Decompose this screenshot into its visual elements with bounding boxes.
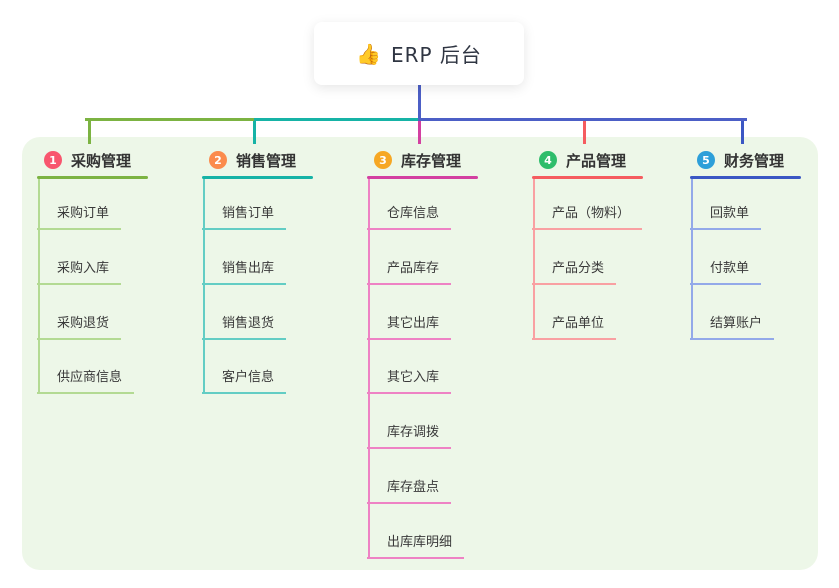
child-node-label: 产品分类 (552, 261, 605, 276)
child-node-label: 采购退货 (57, 316, 110, 331)
child-node-label: 产品（物料） (552, 206, 631, 221)
branch-connector-drop (88, 121, 91, 144)
child-node[interactable]: 其它出库 (367, 312, 452, 340)
child-node-label: 销售订单 (222, 206, 275, 221)
child-node-label: 产品单位 (552, 316, 605, 331)
branch-title-underline (202, 176, 313, 179)
branch-connector-drop (253, 121, 256, 144)
branch-node-4[interactable]: 4 产品管理 (532, 148, 626, 172)
child-node[interactable]: 结算账户 (690, 312, 775, 340)
child-node-label: 结算账户 (710, 316, 763, 331)
child-node[interactable]: 采购入库 (37, 257, 122, 285)
child-node[interactable]: 客户信息 (202, 366, 287, 394)
branch-connector-drop (583, 121, 586, 144)
child-node-label: 采购入库 (57, 261, 110, 276)
branch-label: 库存管理 (401, 151, 462, 170)
child-node[interactable]: 回款单 (690, 202, 762, 230)
child-node-label: 其它入库 (387, 370, 440, 385)
child-node-label: 出库库明细 (387, 535, 453, 550)
child-node[interactable]: 销售出库 (202, 257, 287, 285)
branch-number-badge: 1 (44, 151, 62, 169)
child-node[interactable]: 销售退货 (202, 312, 287, 340)
child-connector-line (368, 179, 370, 559)
child-node-label: 销售退货 (222, 316, 275, 331)
child-node[interactable]: 供应商信息 (37, 366, 135, 394)
child-node-label: 付款单 (710, 261, 750, 276)
child-node-label: 回款单 (710, 206, 750, 221)
branch-node-5[interactable]: 5 财务管理 (690, 148, 784, 172)
branch-title-underline (367, 176, 478, 179)
child-node[interactable]: 产品单位 (532, 312, 617, 340)
child-node[interactable]: 采购订单 (37, 202, 122, 230)
branch-connector-drop (741, 121, 744, 144)
child-connector-line (691, 179, 693, 340)
child-node[interactable]: 销售订单 (202, 202, 287, 230)
child-connector-line (533, 179, 535, 340)
branch-number-badge: 2 (209, 151, 227, 169)
child-node[interactable]: 仓库信息 (367, 202, 452, 230)
child-node-label: 仓库信息 (387, 206, 440, 221)
child-node-label: 客户信息 (222, 370, 275, 385)
branch-title-underline (37, 176, 148, 179)
bus-segment-mid (254, 118, 420, 121)
child-node[interactable]: 库存调拨 (367, 421, 452, 449)
child-node[interactable]: 产品分类 (532, 257, 617, 285)
bus-segment-right (418, 118, 747, 121)
child-node[interactable]: 库存盘点 (367, 476, 452, 504)
child-node-label: 产品库存 (387, 261, 440, 276)
child-node-label: 其它出库 (387, 316, 440, 331)
branch-title-underline (690, 176, 801, 179)
branch-label: 产品管理 (566, 151, 627, 170)
child-node-label: 销售出库 (222, 261, 275, 276)
branch-node-2[interactable]: 2 销售管理 (202, 148, 296, 172)
branch-label: 财务管理 (724, 151, 785, 170)
branch-label: 销售管理 (236, 151, 297, 170)
root-label: ERP 后台 (390, 43, 482, 67)
child-node-label: 供应商信息 (57, 370, 123, 385)
child-node-label: 库存调拨 (387, 425, 440, 440)
thumbs-up-icon: 👍 (356, 41, 381, 66)
branch-number-badge: 3 (374, 151, 392, 169)
branch-connector-drop (418, 121, 421, 144)
branch-label: 采购管理 (71, 151, 132, 170)
bus-segment-left (85, 118, 256, 121)
child-node-label: 库存盘点 (387, 480, 440, 495)
child-node[interactable]: 付款单 (690, 257, 762, 285)
branch-number-badge: 4 (539, 151, 557, 169)
branch-title-underline (532, 176, 643, 179)
root-connector-drop (418, 84, 421, 121)
branch-node-3[interactable]: 3 库存管理 (367, 148, 461, 172)
child-connector-line (203, 179, 205, 394)
child-node[interactable]: 产品库存 (367, 257, 452, 285)
child-node[interactable]: 出库库明细 (367, 531, 465, 559)
branch-node-1[interactable]: 1 采购管理 (37, 148, 131, 172)
background-panel (22, 137, 818, 570)
child-node[interactable]: 采购退货 (37, 312, 122, 340)
child-node-label: 采购订单 (57, 206, 110, 221)
root-node[interactable]: 👍 ERP 后台 (314, 22, 524, 85)
branch-number-badge: 5 (697, 151, 715, 169)
child-node[interactable]: 产品（物料） (532, 202, 643, 230)
child-node[interactable]: 其它入库 (367, 366, 452, 394)
child-connector-line (38, 179, 40, 394)
